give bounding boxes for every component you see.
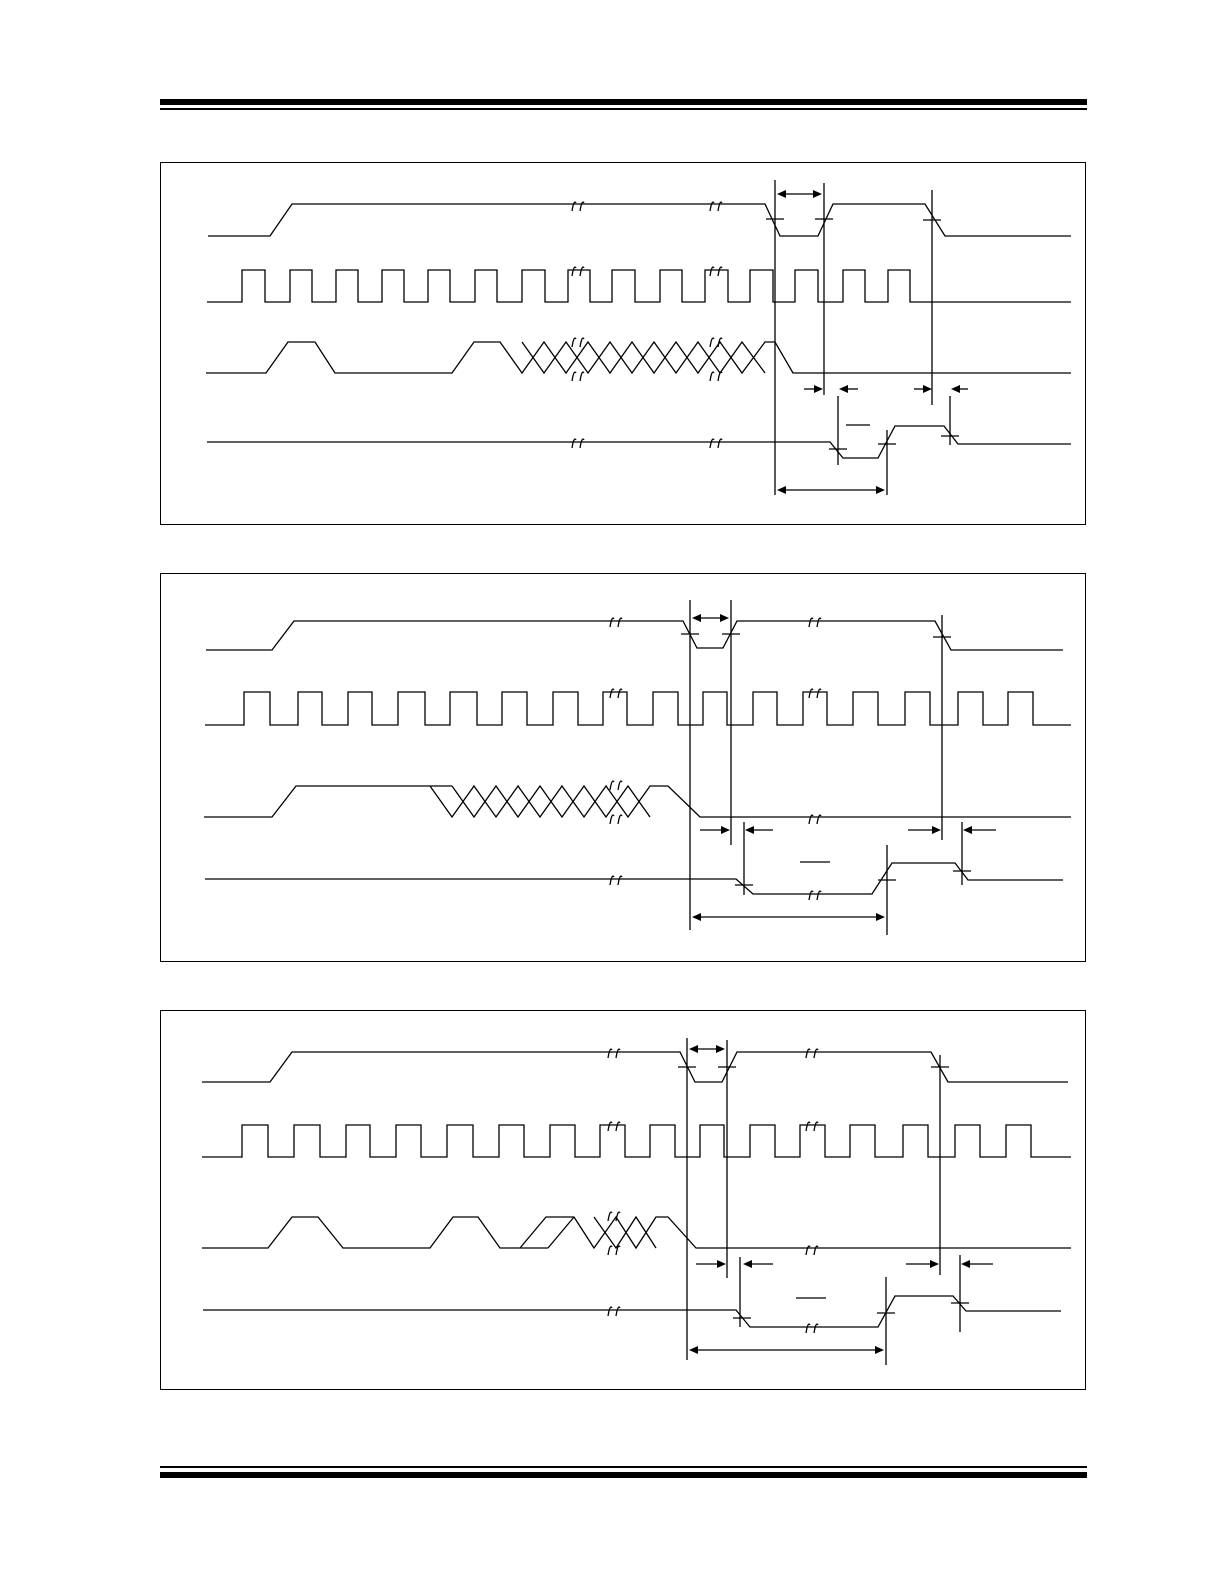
break-mark-icon [609,617,822,628]
d3-signal-4-output [203,1295,1061,1328]
break-mark-icon [609,688,822,699]
break-mark-icon [571,266,723,277]
d2-signal-2-clock [205,691,1071,726]
timing-diagram-1 [206,180,1071,495]
timing-diagram-1-frame [160,162,1086,525]
timing-diagram-2-frame [160,573,1086,962]
d2-signal-3-data [204,784,1071,819]
d2-signal-4-output [205,862,1063,895]
timing-diagram-2 [204,600,1071,935]
d1-signal-2-clock [207,269,1071,303]
header-rule-thick [160,99,1087,105]
d3-signal-3-data [202,1215,1071,1250]
d1-signal-3-data [206,340,1071,375]
d3-signal-2-clock [202,1124,1071,1158]
break-mark-icon [607,1306,819,1334]
timing-diagram-3 [202,1038,1071,1365]
d1-signal-1 [208,203,1071,237]
d1-signal-4-output [207,425,1071,459]
header-rule-thin [160,108,1087,110]
footer-rule-thin [160,1466,1087,1468]
break-mark-icon [607,1048,819,1059]
break-mark-icon [607,1121,819,1132]
footer-rule-thick [160,1472,1087,1478]
d2-signal-1 [206,620,1063,651]
timing-diagram-3-frame [160,1010,1086,1390]
break-mark-icon [571,438,723,449]
